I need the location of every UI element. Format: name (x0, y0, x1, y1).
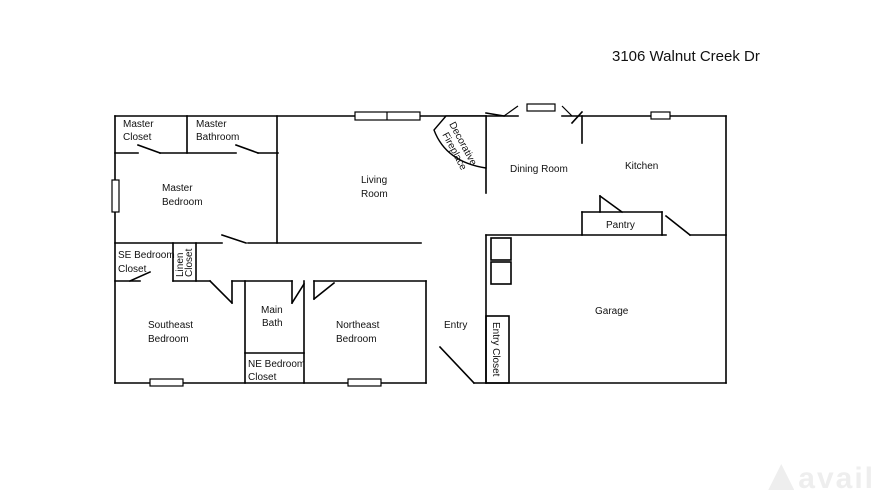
linen-closet-label: Linen (175, 253, 186, 277)
address-title: 3106 Walnut Creek Dr (612, 48, 760, 65)
svg-text:Bathroom: Bathroom (196, 132, 239, 143)
svg-text:Closet: Closet (184, 248, 195, 277)
northeast-bedroom-label: Northeast (336, 320, 380, 331)
svg-text:Closet: Closet (118, 264, 147, 275)
living-room-label: Living (361, 175, 387, 186)
svg-text:Closet: Closet (123, 132, 152, 143)
svg-text:Bedroom: Bedroom (148, 334, 189, 345)
svg-text:Room: Room (361, 189, 388, 200)
fireplace-shape (433, 115, 487, 169)
kitchen-label: Kitchen (625, 161, 658, 172)
pantry-label: Pantry (606, 220, 635, 231)
main-bath-label: Main (261, 305, 283, 316)
avail-logo-icon (768, 464, 795, 490)
ne-bedroom-closet-label: NE Bedroom (248, 359, 305, 370)
svg-text:Bedroom: Bedroom (162, 197, 203, 208)
svg-text:Bedroom: Bedroom (336, 334, 377, 345)
master-bedroom-label: Master (162, 183, 193, 194)
garage-label: Garage (595, 306, 629, 317)
entry-closet-label: Entry Closet (490, 322, 501, 377)
entry-label: Entry (444, 320, 467, 331)
southeast-bedroom-label: Southeast (148, 320, 193, 331)
svg-text:Bath: Bath (262, 318, 283, 329)
master-closet-label: Master (123, 119, 154, 130)
se-bedroom-closet-label: SE Bedroom (118, 250, 175, 261)
master-bathroom-label: Master (196, 119, 227, 130)
watermark-logo: avail (768, 462, 875, 496)
svg-text:Closet: Closet (248, 372, 277, 383)
dining-room-label: Dining Room (510, 164, 568, 175)
